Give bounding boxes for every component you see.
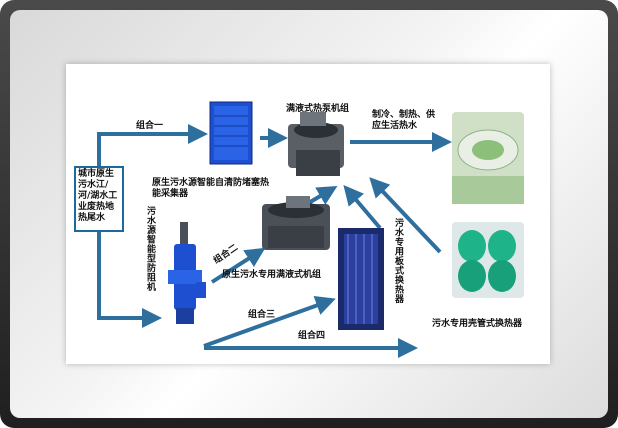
collector-equipment — [209, 101, 253, 165]
label-group4: 组合四 — [298, 331, 326, 341]
label-output: 制冷、制热、供应生活热水 — [372, 110, 436, 131]
label-heat-pump: 满液式热泵机组 — [286, 104, 350, 114]
arrow-group1 — [97, 124, 208, 166]
label-liquid-unit: 原生污水专用满液式机组 — [222, 270, 322, 280]
label-collector: 原生污水源智能自清防堵塞热能采集器 — [152, 178, 270, 199]
source-box: 城市原生污水江/河/湖水工业废热地热尾水 — [74, 166, 124, 232]
arrow-plate-to-pump — [343, 184, 382, 230]
arrow-group3 — [203, 296, 336, 348]
label-group1: 组合一 — [136, 121, 164, 131]
label-preventer: 污水源智能型防阻机 — [145, 206, 155, 292]
label-plate-exchanger: 污水专用板式换热器 — [393, 218, 403, 304]
heat-pump-equipment — [288, 112, 344, 176]
arrow-to-preventer — [97, 232, 162, 328]
output-photo — [452, 112, 524, 204]
liquid-unit-equipment — [262, 196, 330, 250]
arrow-shell-to-pump — [369, 177, 442, 254]
shell-exchanger-photo — [452, 222, 524, 298]
preventer-equipment — [168, 222, 206, 324]
arrow-group2 — [210, 247, 266, 284]
label-shell-exchanger: 污水专用壳管式换热器 — [432, 319, 523, 329]
plate-exchanger-equipment — [338, 228, 384, 330]
label-group3: 组合三 — [248, 310, 276, 320]
